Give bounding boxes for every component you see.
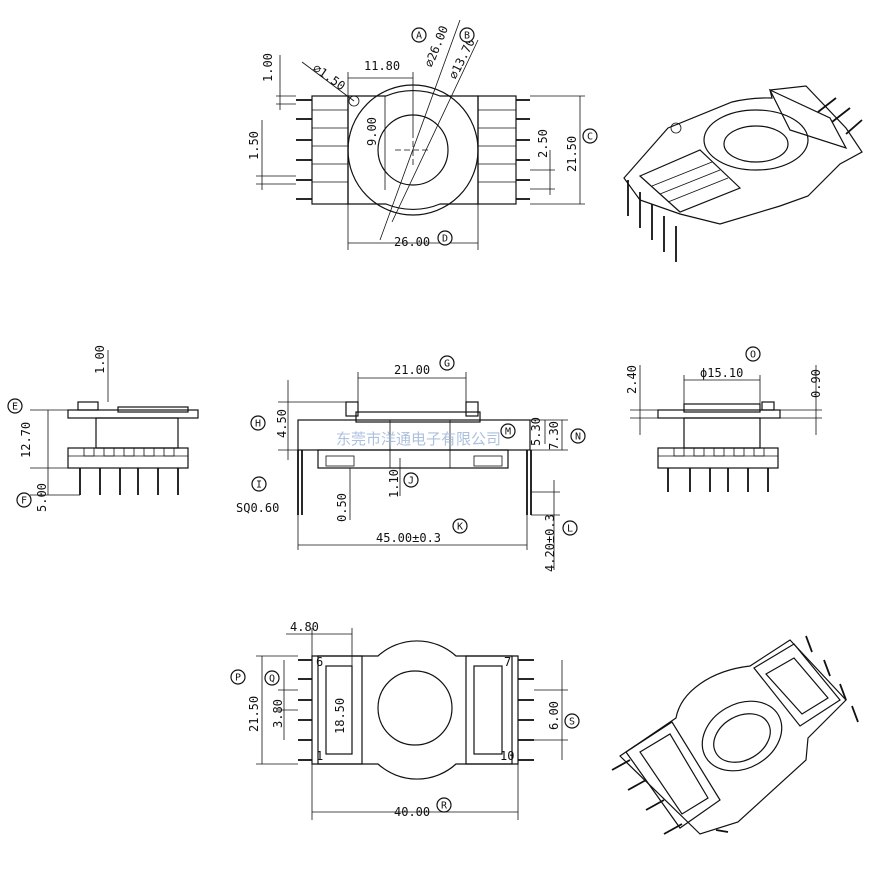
dim-ring-dia: ϕ15.10 xyxy=(700,366,743,380)
side-view-left xyxy=(30,350,199,496)
side-left-pins xyxy=(79,468,179,495)
tag-S: S xyxy=(564,713,580,729)
tag-G: G xyxy=(439,355,455,371)
dim-body-height: 21.50 xyxy=(565,136,579,172)
dim-center-offset: 9.00 xyxy=(365,117,379,146)
tag-P: P xyxy=(230,669,246,685)
top-right-pins xyxy=(516,99,530,200)
svg-text:A: A xyxy=(416,31,422,42)
dim-flange-width: 21.00 xyxy=(394,363,430,377)
svg-text:M: M xyxy=(505,427,511,438)
dim-base-thickness: 0.50 xyxy=(335,493,349,522)
tag-N: N xyxy=(570,428,586,444)
svg-text:N: N xyxy=(575,432,581,443)
dim-bottom-width: 40.00 xyxy=(394,805,430,819)
side-view-right xyxy=(630,365,822,492)
dim-pin-row-x: 11.80 xyxy=(364,59,400,73)
dim-total-width: 45.00±0.3 xyxy=(376,531,441,545)
tag-F: F xyxy=(16,492,32,508)
pin-number-7: 7 xyxy=(504,655,511,669)
dim-side-pin-offset: 1.00 xyxy=(93,345,107,374)
tag-K: K xyxy=(452,518,468,534)
svg-text:R: R xyxy=(441,801,448,812)
company-watermark: 东莞市洋通电子有限公司 xyxy=(336,430,501,448)
iso-view-top xyxy=(623,85,863,262)
dim-upper-height: 5.30 xyxy=(529,417,543,446)
bottom-view xyxy=(256,628,568,820)
svg-text:Q: Q xyxy=(269,674,275,685)
dim-outer-dia: ∅26.00 xyxy=(422,24,451,69)
tag-A: A xyxy=(411,27,427,43)
svg-text:G: G xyxy=(444,359,450,370)
tag-M: M xyxy=(500,423,516,439)
svg-text:P: P xyxy=(235,673,241,684)
tag-H: H xyxy=(250,415,266,431)
bottom-left-pins xyxy=(298,659,312,761)
dim-pin-pitch-right: 2.50 xyxy=(536,129,550,158)
svg-text:D: D xyxy=(442,234,448,245)
tag-L: L xyxy=(562,520,578,536)
top-left-pins xyxy=(296,99,312,200)
dim-side-pin-length: 5.00 xyxy=(35,483,49,512)
tag-B: B xyxy=(459,27,475,43)
tag-I: I xyxy=(251,476,267,492)
dim-body-width: 26.00 xyxy=(394,235,430,249)
dim-bottom-height: 21.50 xyxy=(247,696,261,732)
dim-ring-step: 0.90 xyxy=(809,369,823,398)
svg-text:S: S xyxy=(569,717,575,728)
dim-slot-width: 4.80 xyxy=(290,620,319,634)
dim-small-hole: ∅1.50 xyxy=(310,61,348,93)
dim-total-height: 7.30 xyxy=(547,421,561,450)
tag-E: E xyxy=(7,398,23,414)
svg-text:C: C xyxy=(587,132,593,143)
front-view xyxy=(278,372,568,570)
pin-number-1: 1 xyxy=(316,749,323,763)
pin-number-10: 10 xyxy=(500,749,514,763)
tag-O: O xyxy=(745,346,761,362)
dimension-text: 11.80 1.00 ∅1.50 ∅26.00 ∅13.70 9.00 1.50… xyxy=(19,24,823,819)
dim-top-pin-offset: 1.00 xyxy=(261,53,275,82)
svg-text:O: O xyxy=(750,350,756,361)
dim-side-height: 12.70 xyxy=(19,422,33,458)
tag-D: D xyxy=(437,230,453,246)
top-view xyxy=(256,19,585,250)
svg-text:B: B xyxy=(464,31,470,42)
dim-slot-length: 18.50 xyxy=(333,698,347,734)
dim-flange-height: 4.50 xyxy=(275,409,289,438)
svg-text:J: J xyxy=(408,476,414,487)
svg-text:K: K xyxy=(457,522,463,533)
pin-number-6: 6 xyxy=(316,655,323,669)
tag-R: R xyxy=(436,797,452,813)
dim-pin-length: 4.20±0.3 xyxy=(543,514,557,572)
dim-step: 1.10 xyxy=(387,469,401,498)
dim-inner-dia: ∅13.70 xyxy=(446,36,478,81)
svg-text:E: E xyxy=(12,402,18,413)
circled-tags: A B C D E F G H I J K L M N O P Q R S xyxy=(7,27,761,813)
bottom-right-pins xyxy=(518,659,534,761)
dim-pin-pitch-left: 1.50 xyxy=(247,131,261,160)
tag-C: C xyxy=(582,128,598,144)
tag-J: J xyxy=(403,472,419,488)
dim-pin-span: 6.00 xyxy=(547,701,561,730)
svg-text:F: F xyxy=(21,496,27,507)
svg-text:H: H xyxy=(255,419,261,430)
dim-pin-pitch-bottom: 3.80 xyxy=(271,699,285,728)
svg-text:I: I xyxy=(256,480,262,491)
side-right-pins xyxy=(667,468,769,492)
dim-pin-square: SQ0.60 xyxy=(236,501,279,515)
svg-text:L: L xyxy=(567,524,573,535)
tag-Q: Q xyxy=(264,670,280,686)
iso-view-bottom xyxy=(611,635,859,835)
dim-ring-height: 2.40 xyxy=(625,365,639,394)
